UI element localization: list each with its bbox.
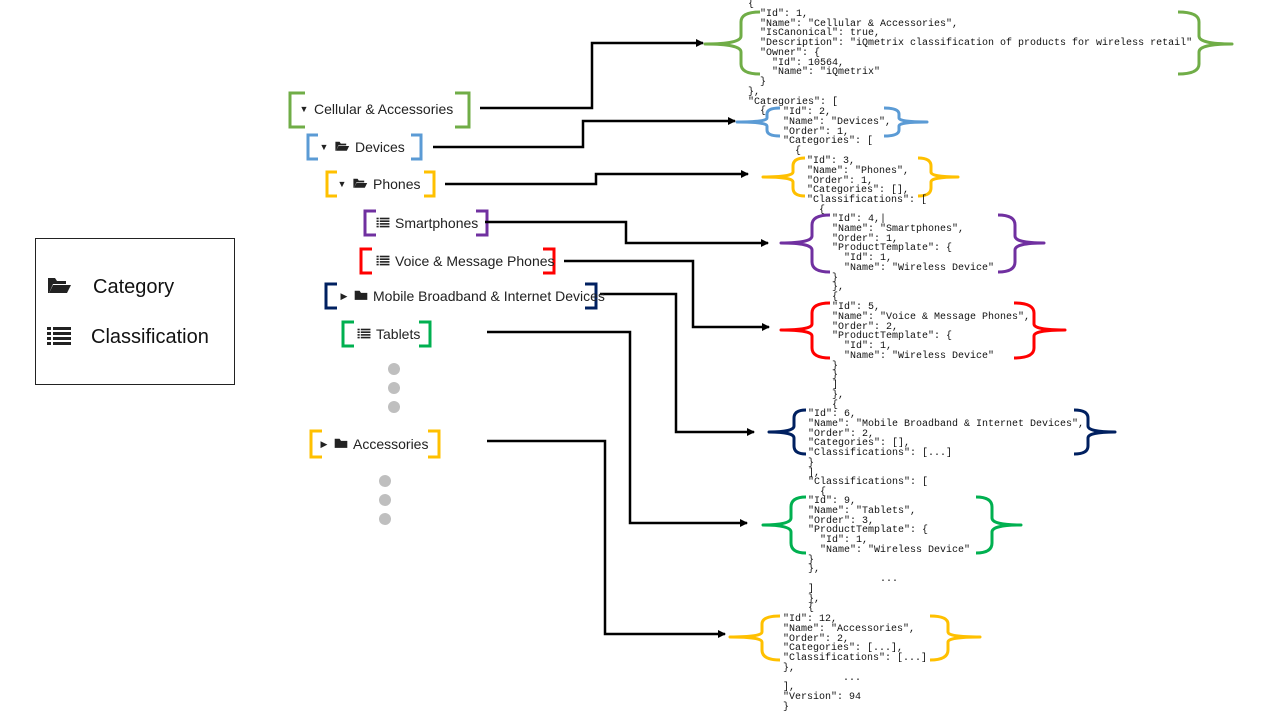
legend-category-label: Category: [93, 276, 175, 298]
brace-4-left: [779, 213, 831, 274]
arrow-cellular: [480, 39, 704, 110]
bracket-accessories-right: [428, 429, 441, 459]
arrow-voice: [564, 259, 770, 331]
legend-item-classification: Classification: [46, 325, 209, 350]
arrow-devices: [433, 117, 736, 149]
caret-right-icon[interactable]: ▶: [340, 291, 348, 301]
tree-node-phones[interactable]: ▼ Phones: [336, 175, 421, 193]
bracket-voice-right: [543, 247, 556, 275]
ellipsis-dot: [388, 363, 400, 375]
tree-node-voice[interactable]: Voice & Message Phones: [376, 252, 555, 270]
json-block-devices: "Id": 2, "Name": "Devices", "Order": 1, …: [783, 107, 892, 157]
bracket-mobile-right: [585, 282, 598, 310]
caret-down-icon[interactable]: ▼: [299, 104, 309, 114]
arrow-mobile: [600, 292, 755, 436]
caret-down-icon[interactable]: ▼: [337, 179, 347, 189]
json-block-accessories: "Id": 12, "Name": "Accessories", "Order"…: [783, 614, 928, 713]
folder-open-icon: [334, 138, 350, 156]
folder-icon: [354, 287, 368, 305]
list-icon: [46, 325, 72, 350]
bracket-voice-left: [359, 247, 372, 275]
tree-node-label: Smartphones: [395, 215, 479, 231]
ellipsis-dot: [388, 401, 400, 413]
bracket-tablets-left: [341, 320, 354, 348]
bracket-phones-left: [325, 170, 337, 198]
brace-3-right: [917, 156, 960, 198]
json-block-voice: "Id": 5, "Name": "Voice & Message Phones…: [832, 302, 1031, 411]
tree-node-label: Voice & Message Phones: [395, 253, 555, 269]
tree-node-accessories[interactable]: ▶ Accessories: [318, 435, 429, 453]
brace-8-right: [929, 614, 982, 662]
json-block-phones: "Id": 3, "Name": "Phones", "Order": 1, "…: [807, 156, 928, 216]
bracket-mobile-left: [324, 282, 337, 310]
folder-icon: [334, 435, 348, 453]
legend-classification-label: Classification: [91, 326, 209, 348]
tree-node-mobile[interactable]: ▶ Mobile Broadband & Internet Devices: [338, 287, 605, 305]
caret-down-icon[interactable]: ▼: [319, 142, 329, 152]
brace-5-right: [1013, 301, 1067, 360]
json-block-tablets: "Id": 9, "Name": "Tablets", "Order": 3, …: [808, 496, 971, 615]
list-icon: [376, 252, 390, 270]
bracket-devices-right: [411, 133, 423, 161]
arrow-smartphones: [485, 220, 769, 247]
tree-node-label: Cellular & Accessories: [314, 101, 454, 117]
arrow-accessories: [487, 439, 726, 638]
bracket-tablets-right: [419, 320, 432, 348]
tree-node-smartphones[interactable]: Smartphones: [376, 214, 478, 232]
legend-item-category: Category: [46, 275, 174, 300]
brace-8-left: [728, 614, 781, 662]
caret-right-icon[interactable]: ▶: [320, 439, 328, 449]
list-icon: [357, 325, 371, 343]
tree-node-label: Tablets: [376, 326, 421, 342]
brace-5-left: [779, 301, 831, 360]
brace-1-right: [1177, 10, 1234, 76]
brace-2-right: [883, 106, 929, 138]
bracket-phones-right: [424, 170, 436, 198]
brace-3-left: [761, 156, 806, 198]
folder-open-icon: [352, 175, 368, 193]
tree-node-label: Accessories: [353, 436, 429, 452]
brace-1-left: [703, 10, 761, 76]
tree-node-devices[interactable]: ▼ Devices: [318, 138, 405, 156]
ellipsis-dot: [379, 494, 391, 506]
bracket-accessories-left: [309, 429, 322, 459]
bracket-cellular-left: [288, 91, 305, 129]
bracket-smartphones-left: [363, 209, 376, 237]
brace-2-left: [735, 106, 781, 138]
tree-node-tablets[interactable]: Tablets: [357, 325, 420, 343]
brace-7-right: [975, 495, 1023, 555]
json-block-mobile: "Id": 6, "Name": "Mobile Broadband & Int…: [808, 409, 1085, 498]
brace-7-left: [761, 495, 807, 555]
tree-node-label: Mobile Broadband & Internet Devices: [373, 288, 605, 304]
json-block-cellular: { "Id": 1, "Name": "Cellular & Accessori…: [748, 0, 1193, 118]
tree-node-label: Devices: [355, 139, 405, 155]
ellipsis-dot: [379, 475, 391, 487]
tree-node-cellular[interactable]: ▼ Cellular & Accessories: [298, 100, 454, 118]
folder-open-icon: [46, 275, 72, 300]
brace-4-right: [997, 213, 1046, 274]
brace-6-right: [1073, 408, 1117, 456]
brace-6-left: [767, 408, 807, 456]
ellipsis-dot: [388, 382, 400, 394]
bracket-cellular-right: [455, 91, 471, 129]
arrow-phones: [445, 170, 749, 186]
ellipsis-dot: [379, 513, 391, 525]
tree-node-label: Phones: [373, 176, 421, 192]
bracket-devices-left: [306, 133, 318, 161]
list-icon: [376, 214, 390, 232]
json-block-smartphones: "Id": 4,| "Name": "Smartphones", "Order"…: [832, 214, 995, 303]
arrow-tablets: [487, 330, 748, 527]
legend-box: Category Classification: [35, 238, 235, 385]
